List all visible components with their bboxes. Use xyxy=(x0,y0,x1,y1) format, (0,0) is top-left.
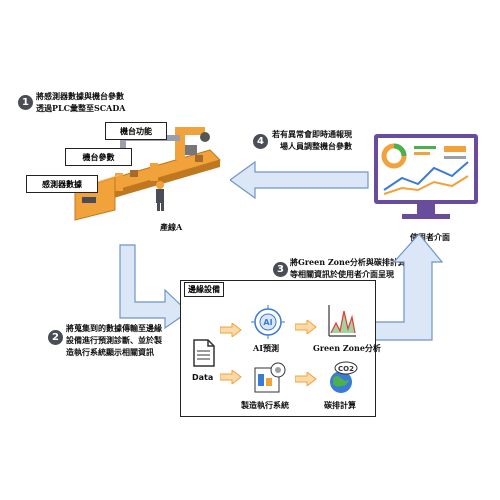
arrow-mes-to-carbon xyxy=(295,372,317,386)
ai-brain-icon: AI xyxy=(251,305,285,339)
factory-illustration xyxy=(74,127,221,221)
step-4-line2: 場人員調整機台參數 xyxy=(280,141,352,151)
carbon-globe-icon: CO2 xyxy=(330,361,358,393)
arrow-data-to-ai xyxy=(220,323,242,337)
edge-device-title: 邊緣設備 xyxy=(184,282,224,297)
sensor-data-label: 感測器數據 xyxy=(26,175,98,193)
production-line-label: 產線A xyxy=(160,222,183,232)
worker-icon xyxy=(156,181,164,211)
data-document-icon xyxy=(193,339,215,367)
user-interface-label: 使用者介面 xyxy=(410,232,450,242)
arrow-edge-to-ui xyxy=(374,233,444,341)
svg-text:CO2: CO2 xyxy=(338,365,354,373)
mes-system-icon xyxy=(254,362,286,393)
data-label: Data xyxy=(192,373,214,382)
step-1-badge: 1 xyxy=(18,95,33,110)
svg-text:AI: AI xyxy=(263,318,272,327)
arrow-factory-to-edge xyxy=(119,244,189,330)
green-zone-chart-icon xyxy=(328,305,356,337)
monitor-illustration xyxy=(374,134,478,219)
robot-arm-icon xyxy=(175,127,210,160)
arrow-data-to-mes xyxy=(220,370,242,384)
ai-prediction-label: AI預測 xyxy=(253,343,279,353)
step-2-line2: 設備進行預測診斷、並於製 xyxy=(66,335,162,345)
green-zone-label: Green Zone分析 xyxy=(313,343,381,353)
dashboard-chart-icon xyxy=(381,143,469,195)
machine-params-label: 機台參數 xyxy=(65,148,132,166)
step-2-badge: 2 xyxy=(48,330,63,345)
step-1-line2: 透過PLC彙整至SCADA xyxy=(36,103,126,113)
carbon-label: 碳排計算 xyxy=(324,400,356,410)
step-4-badge: 4 xyxy=(253,134,268,149)
step-3-line2: 等相關資訊於使用者介面呈現 xyxy=(290,269,394,279)
step-2-line3: 造執行系統顯示相關資訊 xyxy=(66,347,154,357)
step-4-line1: 若有異常會即時通報現 xyxy=(272,129,352,139)
step-3-line1: 將Green Zone分析與碳排計算 xyxy=(290,257,406,267)
mes-label: 製造執行系統 xyxy=(241,400,289,410)
arrow-ai-to-greenzone xyxy=(295,320,317,334)
step-1-line1: 將感測器數據與機台參數 xyxy=(36,91,124,101)
machine-function-label: 機台功能 xyxy=(105,122,167,140)
arrow-ui-to-factory xyxy=(230,160,369,200)
step-3-badge: 3 xyxy=(273,262,288,277)
step-2-line1: 將蒐集到的數據傳輸至邊緣 xyxy=(66,323,162,333)
